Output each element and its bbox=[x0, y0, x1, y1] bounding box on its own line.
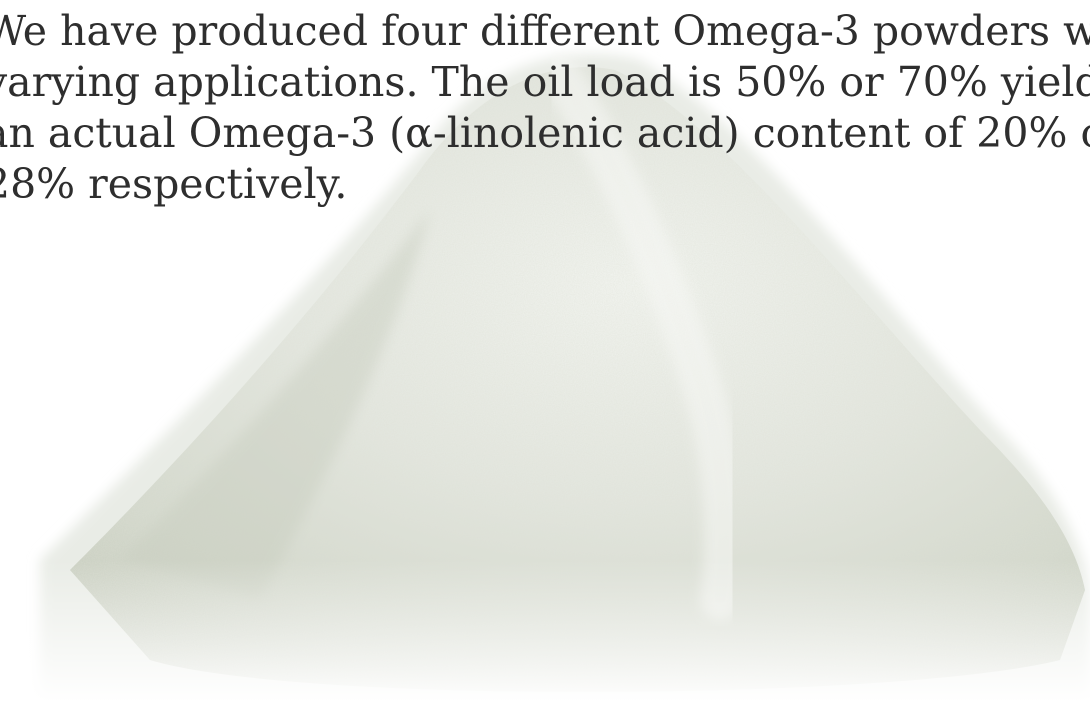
caption-line-3: an actual Omega-3 (α-linolenic acid) con… bbox=[0, 109, 1090, 157]
caption-line-1: We have produced four different Omega-3 … bbox=[0, 7, 1090, 55]
caption-line-4: 28% respectively. bbox=[0, 160, 348, 208]
caption-paragraph: We have produced four different Omega-3 … bbox=[0, 6, 1090, 210]
caption-line-2: varying applications. The oil load is 50… bbox=[0, 58, 1090, 106]
